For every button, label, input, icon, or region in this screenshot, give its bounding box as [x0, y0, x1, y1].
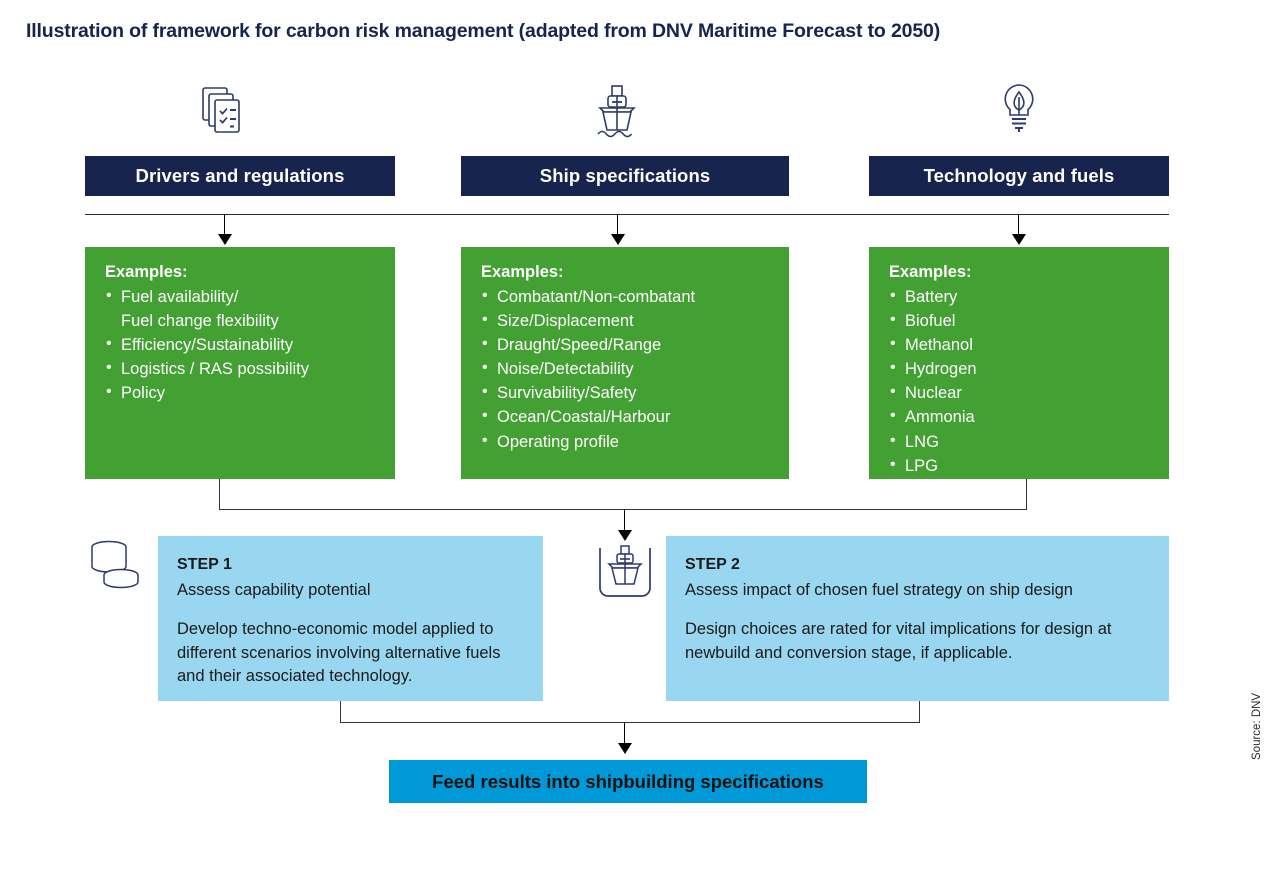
- example-item: Hydrogen: [889, 356, 1169, 381]
- example-item: LPG: [889, 453, 1169, 478]
- column-header-technology-and-fuels[interactable]: Technology and fuels: [869, 156, 1169, 196]
- examples-label: Examples:: [889, 263, 972, 281]
- example-item: LNG: [889, 429, 1169, 454]
- example-item: Operating profile: [481, 429, 789, 454]
- arrow-down-icon-ship: [611, 215, 625, 245]
- ship-front-icon: [587, 84, 647, 140]
- example-item: Combatant/Non-combatant: [481, 284, 789, 309]
- examples-list: Combatant/Non-combatantSize/Displacement…: [481, 284, 789, 454]
- examples-box-ship: Examples: Combatant/Non-combatantSize/Di…: [461, 247, 789, 479]
- connector-bracket-green-to-steps: [219, 479, 1027, 510]
- arrow-down-icon-to-steps: [618, 509, 632, 541]
- examples-list: Fuel availability/Fuel change flexibilit…: [105, 284, 395, 405]
- lightbulb-leaf-icon: [989, 82, 1049, 138]
- example-item: Policy: [105, 380, 395, 405]
- step-label: STEP 2: [685, 556, 740, 573]
- arrow-down-icon-drivers: [218, 215, 232, 245]
- column-header-ship-specifications[interactable]: Ship specifications: [461, 156, 789, 196]
- example-item: Methanol: [889, 332, 1169, 357]
- coins-stack-icon: [88, 538, 146, 596]
- column-header-drivers-and-regulations[interactable]: Drivers and regulations: [85, 156, 395, 196]
- step-subtitle: Assess capability potential: [177, 580, 371, 599]
- step-subtitle: Assess impact of chosen fuel strategy on…: [685, 580, 1073, 599]
- examples-label: Examples:: [105, 263, 188, 281]
- example-item: Size/Displacement: [481, 308, 789, 333]
- step-label: STEP 1: [177, 556, 232, 573]
- example-item: Logistics / RAS possibility: [105, 356, 395, 381]
- example-item: Draught/Speed/Range: [481, 332, 789, 357]
- ship-in-dock-icon: [596, 544, 654, 598]
- connector-bracket-steps-to-final: [340, 701, 920, 723]
- example-item: Nuclear: [889, 380, 1169, 405]
- examples-label: Examples:: [481, 263, 564, 281]
- step-body: Develop techno-economic model applied to…: [177, 620, 501, 685]
- source-note: Source: DNV: [1251, 692, 1263, 760]
- example-item: Biofuel: [889, 308, 1169, 333]
- example-item: Battery: [889, 284, 1169, 309]
- final-outcome-bar[interactable]: Feed results into shipbuilding specifica…: [389, 760, 867, 803]
- header-divider-line: [85, 214, 1169, 215]
- arrow-down-icon-to-final: [618, 722, 632, 754]
- example-item: Survivability/Safety: [481, 380, 789, 405]
- examples-box-technology: Examples: BatteryBiofuelMethanolHydrogen…: [869, 247, 1169, 479]
- examples-box-drivers: Examples: Fuel availability/Fuel change …: [85, 247, 395, 479]
- step-box-1: STEP 1 Assess capability potential Devel…: [158, 536, 543, 701]
- arrow-down-icon-technology: [1012, 215, 1026, 245]
- step-box-2: STEP 2 Assess impact of chosen fuel stra…: [666, 536, 1169, 701]
- page-title: Illustration of framework for carbon ris…: [26, 20, 941, 42]
- example-item: Ammonia: [889, 404, 1169, 429]
- example-item: Efficiency/Sustainability: [105, 332, 395, 357]
- example-item: Fuel change flexibility: [121, 312, 279, 331]
- documents-checklist-icon: [195, 84, 255, 140]
- examples-list: BatteryBiofuelMethanolHydrogenNuclearAmm…: [889, 284, 1169, 478]
- step-body: Design choices are rated for vital impli…: [685, 620, 1112, 662]
- example-item: Fuel availability/: [105, 284, 395, 309]
- example-item: Ocean/Coastal/Harbour: [481, 404, 789, 429]
- example-item: Noise/Detectability: [481, 356, 789, 381]
